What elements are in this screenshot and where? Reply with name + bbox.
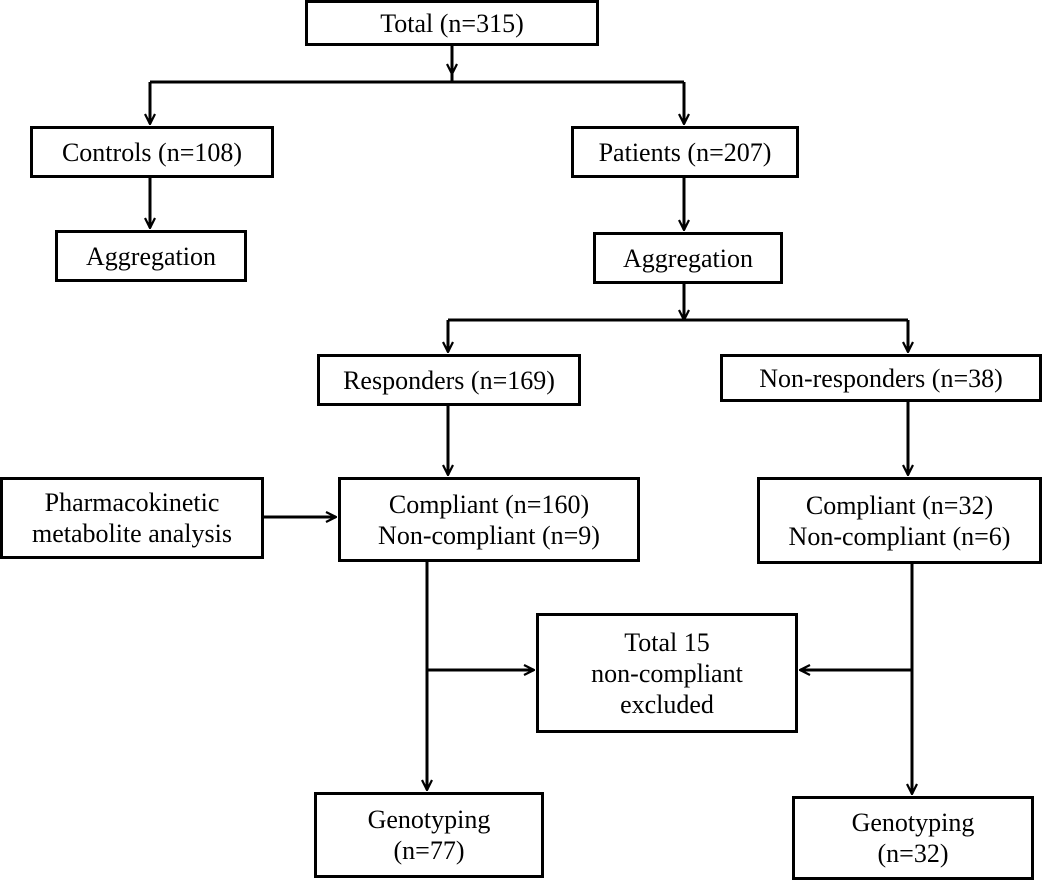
node-controls-aggregation-line-1: Aggregation bbox=[86, 241, 216, 271]
node-non-responders-genotyping-line-2: (n=32) bbox=[877, 839, 949, 868]
node-patients-aggregation-line-1: Aggregation bbox=[623, 243, 753, 273]
node-non-responders-compliance-line-1: Compliant (n=32) bbox=[805, 490, 994, 520]
node-patients-line-1: Patients (n=207) bbox=[598, 137, 772, 167]
node-non-responders-compliance: Compliant (n=32) Non-compliant (n=6) bbox=[757, 477, 1042, 564]
node-excluded: Total 15 non-compliant excluded bbox=[536, 613, 798, 733]
node-controls-aggregation: Aggregation bbox=[55, 230, 247, 282]
node-controls-line-1: Controls (n=108) bbox=[61, 137, 243, 167]
node-excluded-line-1: Total 15 bbox=[624, 627, 710, 657]
node-non-responders-genotyping-line-1: Genotyping bbox=[851, 808, 975, 837]
node-responders-genotyping-line-2: (n=77) bbox=[393, 836, 465, 865]
node-patients-aggregation: Aggregation bbox=[593, 232, 783, 284]
node-non-responders-compliance-line-2: Non-compliant (n=6) bbox=[788, 521, 1011, 551]
node-patients: Patients (n=207) bbox=[571, 126, 799, 178]
node-responders-compliance-line-1: Compliant (n=160) bbox=[388, 489, 590, 519]
node-pharmacokinetic-line-2: metabolite analysis bbox=[31, 519, 232, 548]
node-responders-compliance-line-2: Non-compliant (n=9) bbox=[378, 520, 600, 550]
node-pharmacokinetic-line-1: Pharmacokinetic bbox=[44, 488, 220, 517]
node-excluded-line-3: excluded bbox=[620, 689, 714, 719]
node-responders: Responders (n=169) bbox=[317, 354, 581, 406]
node-total: Total (n=315) bbox=[305, 0, 599, 46]
node-non-responders: Non-responders (n=38) bbox=[720, 354, 1042, 402]
node-total-line-1: Total (n=315) bbox=[380, 8, 524, 38]
node-responders-line-1: Responders (n=169) bbox=[343, 365, 555, 395]
node-non-responders-genotyping: Genotyping (n=32) bbox=[792, 796, 1034, 880]
node-excluded-line-2: non-compliant bbox=[591, 658, 743, 688]
node-responders-genotyping-line-1: Genotyping bbox=[367, 805, 491, 834]
node-responders-genotyping: Genotyping (n=77) bbox=[314, 792, 544, 878]
node-controls: Controls (n=108) bbox=[30, 126, 274, 178]
node-non-responders-line-1: Non-responders (n=38) bbox=[759, 363, 1003, 393]
node-pharmacokinetic: Pharmacokinetic metabolite analysis bbox=[0, 477, 264, 559]
node-responders-compliance: Compliant (n=160) Non-compliant (n=9) bbox=[338, 477, 640, 562]
